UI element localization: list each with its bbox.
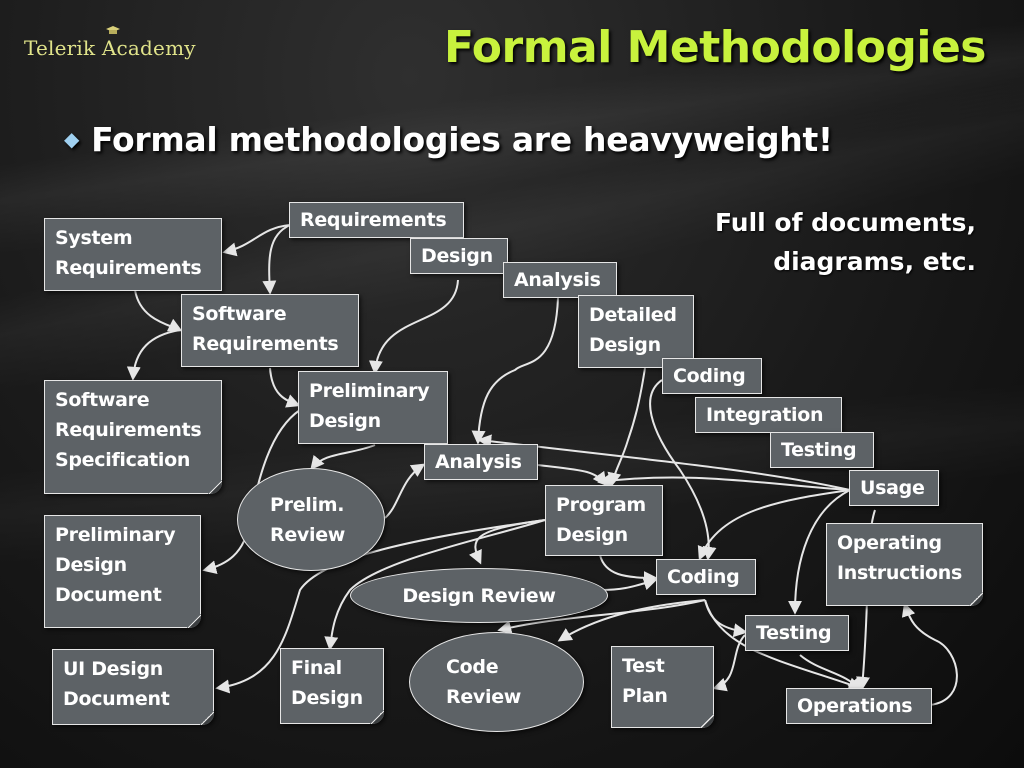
node-preliminary-design: Preliminary Design — [298, 371, 448, 444]
node-testing-mid: Testing — [745, 615, 849, 651]
bullet-point: ◆ Formal methodologies are heavyweight! — [64, 120, 833, 159]
node-requirements: Requirements — [289, 202, 464, 238]
side-note-line-2: diagrams, etc. — [773, 246, 976, 276]
node-coding-top: Coding — [662, 358, 762, 394]
logo-text: Telerik Academy — [24, 36, 196, 60]
node-prelim-review: Prelim. Review — [237, 468, 385, 571]
node-ui-design-document: UI Design Document — [52, 649, 214, 725]
node-analysis-top: Analysis — [503, 262, 617, 298]
node-preliminary-design-document: Preliminary Design Document — [44, 515, 201, 628]
diamond-bullet-icon: ◆ — [64, 127, 80, 151]
node-test-plan: Test Plan — [611, 646, 714, 728]
node-system-requirements: System Requirements — [44, 218, 222, 291]
node-testing-top: Testing — [770, 432, 874, 468]
node-operating-instructions: Operating Instructions — [826, 523, 983, 606]
node-design-top: Design — [410, 238, 508, 274]
node-final-design: Final Design — [280, 648, 384, 724]
node-design-review: Design Review — [350, 568, 608, 623]
node-code-review: Code Review — [409, 632, 584, 732]
node-analysis-mid: Analysis — [424, 444, 538, 480]
node-integration: Integration — [695, 397, 842, 433]
node-usage: Usage — [849, 470, 939, 506]
graduation-cap-icon — [106, 26, 120, 34]
node-software-requirements: Software Requirements — [181, 294, 359, 367]
node-software-requirements-specification: Software Requirements Specification — [44, 380, 222, 494]
node-detailed-design: Detailed Design — [578, 295, 694, 368]
bullet-text: Formal methodologies are heavyweight! — [91, 120, 833, 159]
node-program-design: Program Design — [545, 485, 663, 556]
node-coding-mid: Coding — [656, 559, 756, 595]
logo: Telerik Academy — [24, 26, 196, 60]
page-title: Formal Methodologies — [444, 22, 987, 73]
side-note: Full of documents, diagrams, etc. — [715, 204, 976, 282]
node-operations: Operations — [786, 688, 932, 724]
side-note-line-1: Full of documents, — [714, 208, 976, 237]
